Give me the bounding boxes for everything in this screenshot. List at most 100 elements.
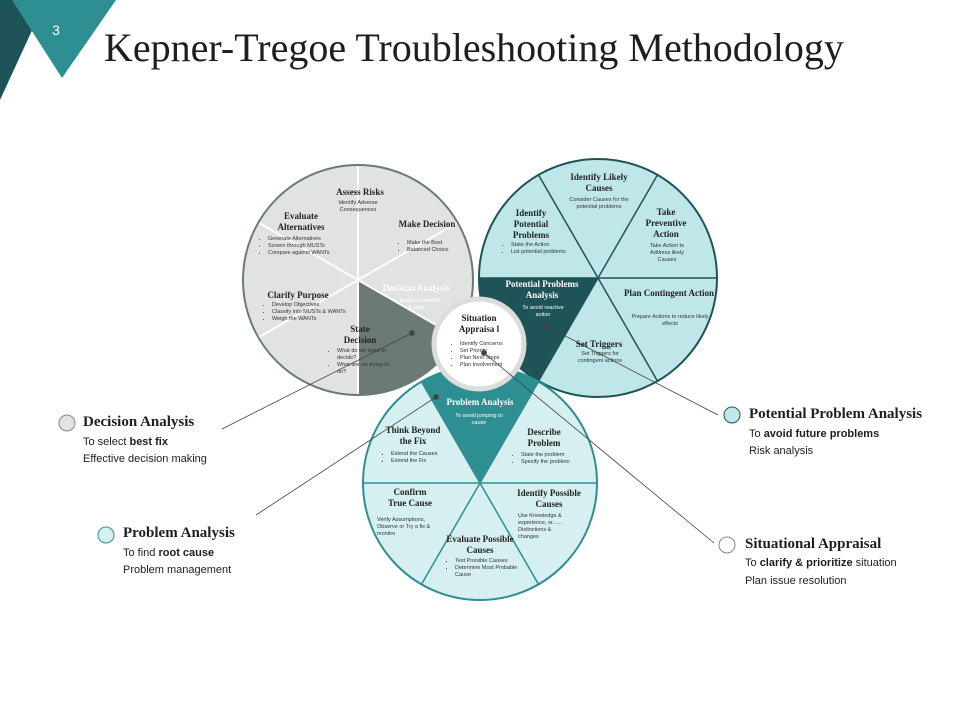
connector-problem (255, 396, 437, 516)
state-decision-bullets: What do we need to decide? What are we t… (328, 348, 397, 376)
think-beyond-fix-bullet: Extend the Fix (391, 458, 457, 465)
legend-decision-line1-pre: To select (83, 436, 130, 448)
legend-situational-line2: Plan issue resolution (745, 575, 847, 587)
take-preventive-action-sub: Take Action to Address likely Causes (649, 243, 685, 263)
legend-situational-title: Situational Appraisal (745, 536, 882, 552)
describe-problem-bullets: State the problem Specify the problem (512, 452, 585, 466)
make-decision-title: Make Decision (398, 219, 456, 229)
corner-decoration (0, 0, 116, 100)
make-decision-bullet: Balanced Choice (407, 247, 465, 254)
set-triggers-sub: Set Triggers for contingent actions (577, 351, 623, 364)
evaluate-alternatives-title: Evaluate Alternatives (277, 211, 325, 232)
evaluate-alternatives-bullet: Generate Alternatives (268, 236, 358, 243)
identify-possible-causes-title: Identify Possible Causes (517, 488, 581, 509)
connector-situational (483, 352, 715, 544)
state-decision-bullet: What do we need to decide? (337, 348, 397, 362)
identify-potential-problems-bullets: State the Action List potential problems (502, 242, 571, 256)
legend-decision-line1: To select best fix (83, 436, 168, 448)
problem-analysis-circle (362, 365, 598, 601)
state-decision-bullet: What are we trying to do? (337, 362, 397, 376)
situation-appraisal-circle (431, 296, 527, 392)
legend-potential-line1: To avoid future problems (749, 428, 879, 440)
think-beyond-fix-title: Think Beyond the Fix (385, 425, 441, 446)
potential-problems-center-title: Potential Problems Analysis (505, 279, 579, 300)
legend-potential-line1-bold: avoid future problems (763, 428, 880, 440)
connector-decision (221, 332, 413, 430)
segment-problem-analysis-center (421, 366, 539, 483)
evaluate-possible-causes-bullet: Test Possible Causes (455, 558, 527, 565)
identify-likely-causes-title: Identify Likely Causes (570, 172, 628, 193)
legend-potential-line2: Risk analysis (749, 445, 814, 457)
situation-appraisal-title: Situation Appraisa l (458, 313, 500, 334)
identify-potential-problems-bullet: State the Action (511, 242, 571, 249)
evaluate-possible-causes-title: Evaluate Possible Causes (446, 534, 514, 555)
clarify-purpose-bullets: Develop Objectives Classify into MUSTs &… (263, 302, 346, 323)
segment-identify-likely-causes (538, 158, 658, 278)
legend-decision-line1-bold: best fix (129, 436, 168, 448)
evaluate-possible-causes-bullet: Determine Most Probable Cause (455, 565, 527, 579)
decision-analysis-center-title: Decision Analysis (382, 283, 450, 293)
legend-situational-line1-pre: To (745, 557, 760, 569)
legend-situational-line1: To clarify & prioritize situation (745, 557, 897, 569)
legend-problem-line1: To find root cause (123, 547, 214, 559)
clarify-purpose-bullet: Classify into MUSTs & WANTs (272, 309, 346, 316)
legend-problem-line1-pre: To find (123, 547, 159, 559)
state-decision-title: State Decision (343, 324, 377, 345)
evaluate-possible-causes-bullets: Test Possible Causes Determine Most Prob… (446, 558, 527, 579)
situation-appraisal-bullet: Set Priority (460, 348, 518, 355)
corner-teal-shape (12, 0, 116, 78)
identify-potential-problems-bullet: List potential problems (511, 249, 571, 256)
plan-contingent-action-sub: Prepare Actions to reduce likely effects (631, 314, 709, 327)
clarify-purpose-title: Clarify Purpose (267, 290, 329, 300)
legend-potential-marker (723, 406, 741, 424)
evaluate-alternatives-bullet: Compare against WANTs (268, 250, 358, 257)
decision-analysis-circle (242, 164, 474, 396)
evaluate-alternatives-bullet: Screen through MUSTs (268, 243, 358, 250)
think-beyond-fix-bullet: Extend the Causes (391, 451, 457, 458)
connector-potential (543, 324, 719, 416)
legend-situational-line1-post: situation (852, 557, 897, 569)
describe-problem-bullet: State the problem (521, 452, 585, 459)
evaluate-alternatives-bullets: Generate Alternatives Screen through MUS… (259, 236, 358, 257)
legend-problem-marker (97, 526, 115, 544)
legend-problem-title: Problem Analysis (123, 525, 235, 541)
identify-likely-causes-sub: Consider Causes for the potential proble… (569, 197, 629, 210)
identify-potential-problems-title: Identify Potential Problems (512, 208, 550, 240)
connector-situational-dot (481, 350, 487, 356)
legend-potential-line1-pre: To (749, 428, 764, 440)
legend-decision-marker (58, 414, 76, 432)
decision-analysis-center-sub: To balance benefits & risks (392, 298, 440, 311)
situation-appraisal-bullet: Identify Concerns (460, 341, 518, 348)
legend-problem-line2: Problem management (123, 564, 232, 576)
connector-potential-dot (541, 322, 547, 328)
connector-decision-dot (409, 330, 415, 336)
think-beyond-fix-bullets: Extend the Causes Extend the Fix (382, 451, 457, 465)
segment-set-triggers (538, 278, 658, 398)
identify-possible-causes-sub: Use Knowledge & experience, or...... Dis… (518, 513, 562, 540)
legend-situational-marker (718, 536, 736, 554)
problem-analysis-center-title: Problem Analysis (446, 397, 514, 407)
page-title: Kepner-Tregoe Troubleshooting Methodolog… (104, 25, 844, 70)
take-preventive-action-title: Take Preventive Action (645, 207, 687, 239)
situation-appraisal-bullets: Identify Concerns Set Priority Plan Next… (451, 341, 518, 369)
situation-appraisal-bullet: Plan Next Steps (460, 355, 518, 362)
make-decision-bullet: Make the Best (407, 240, 465, 247)
segment-evaluate-possible-causes (421, 483, 539, 600)
describe-problem-title: Describe Problem (527, 427, 561, 448)
clarify-purpose-bullet: Develop Objectives (272, 302, 346, 309)
legend-potential-title: Potential Problem Analysis (749, 406, 923, 422)
situation-appraisal-bullet: Plan Involvement (460, 362, 518, 369)
assess-risks-title: Assess Risks (336, 187, 384, 197)
clarify-purpose-bullet: Weigh the WANTs (272, 316, 346, 323)
describe-problem-bullet: Specify the problem (521, 459, 585, 466)
legend-decision-line2: Effective decision making (83, 453, 207, 465)
set-triggers-title: Set Triggers (575, 339, 623, 349)
legend-problem-line1-bold: root cause (158, 547, 215, 559)
potential-problems-center-sub: To avoid reactive action (522, 305, 564, 318)
confirm-true-cause-title: Confirm True Cause (387, 487, 433, 508)
legend-situational-line1-bold: clarify & prioritize (759, 557, 853, 569)
legend-decision-title: Decision Analysis (83, 414, 195, 430)
assess-risks-sub: Identify Adverse Consequences (338, 200, 378, 213)
plan-contingent-action-title: Plan Contingent Action (624, 288, 715, 298)
